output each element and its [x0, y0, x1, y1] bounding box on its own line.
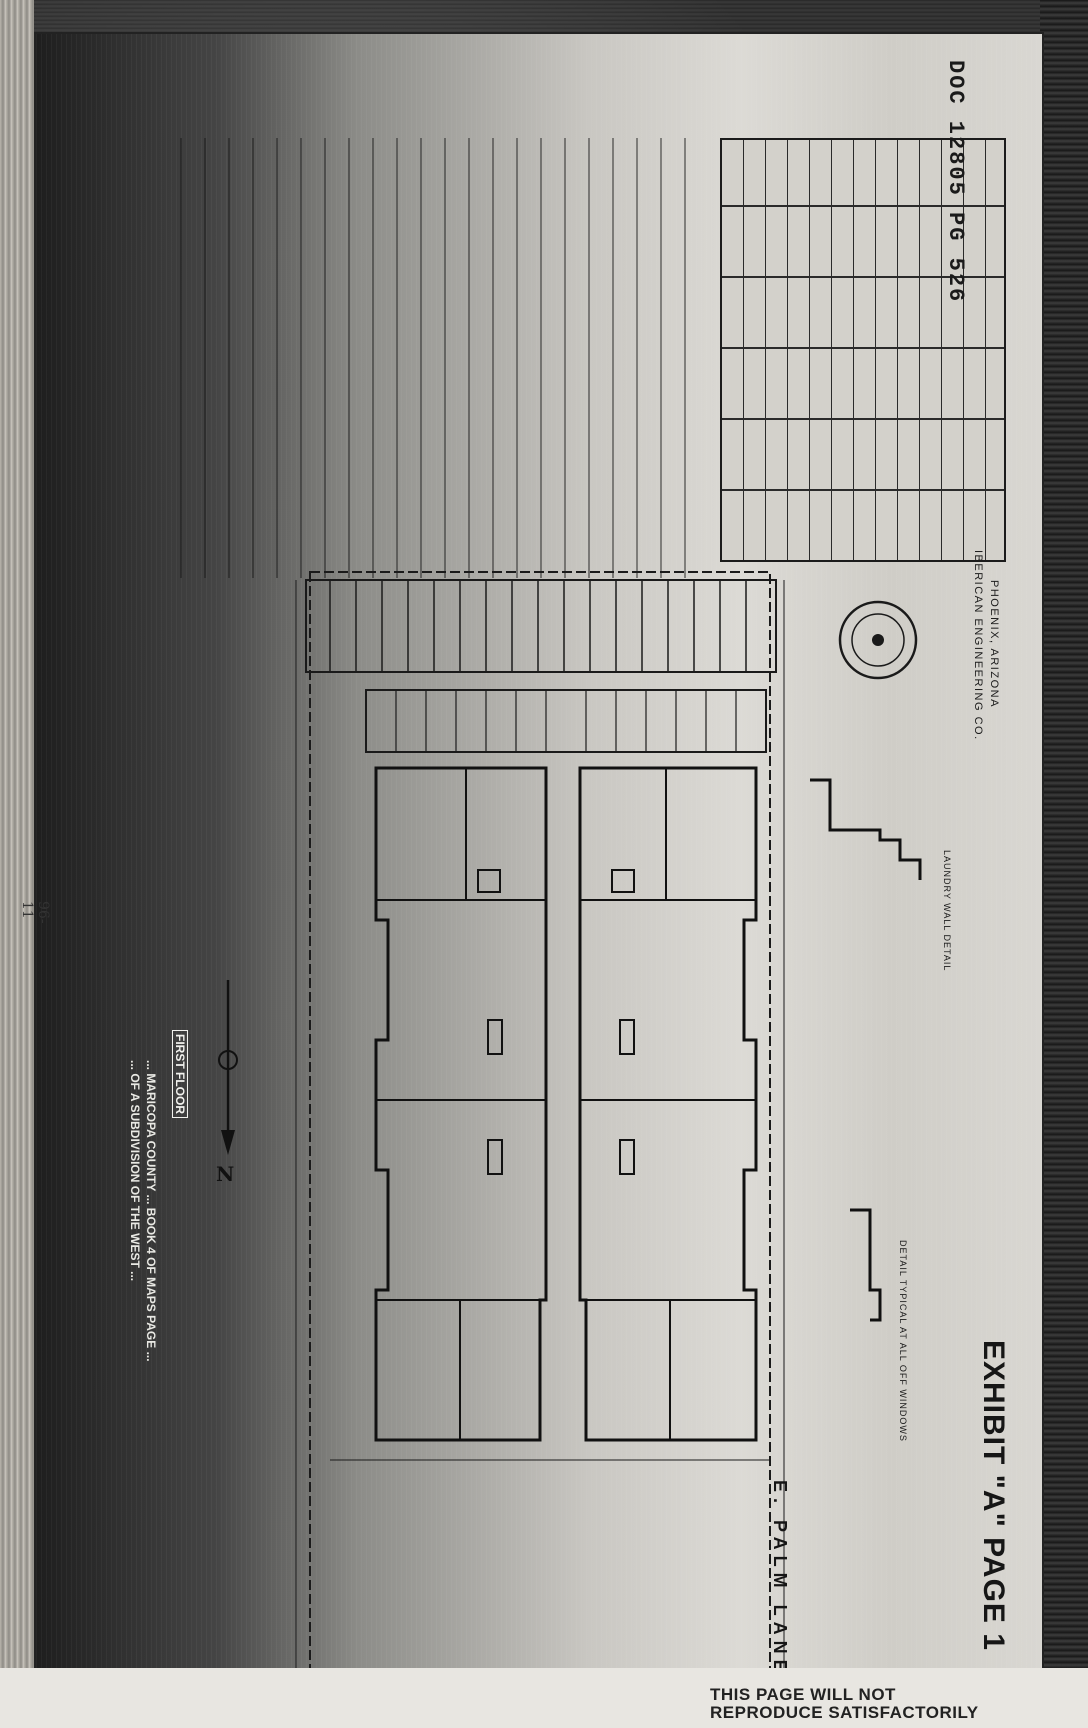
laundry-detail-label: LAUNDRY WALL DETAIL [942, 850, 952, 972]
north-arrow [218, 980, 238, 1155]
parking-stalls [329, 580, 747, 672]
carport-row [365, 689, 767, 753]
property-boundary [309, 571, 771, 1728]
dimension-lines [295, 580, 785, 1728]
recording-number: DOC 12805 PG 526 [943, 60, 968, 304]
engineering-firm: IBERICAN ENGINEERING CO. [972, 550, 984, 741]
unit-area-table [720, 138, 1006, 562]
carport-stalls [395, 690, 737, 752]
title-line-1: ... OF A SUBDIVISION OF THE WEST ... [128, 1060, 142, 1282]
title-line-2: ... MARICOPA COUNTY ... BOOK 4 OF MAPS P… [144, 1060, 158, 1362]
scan-right-edge [1040, 0, 1088, 1728]
bottom-margin [0, 1668, 1088, 1728]
reproduction-note-line-1: THIS PAGE WILL NOT [710, 1685, 896, 1704]
parking-strip [305, 579, 777, 673]
scan-left-edge [0, 0, 34, 1728]
engineering-city: PHOENIX, ARIZONA [988, 580, 1000, 708]
general-notes-block [166, 138, 686, 578]
first-floor-label: FIRST FLOOR [172, 1030, 188, 1118]
interior-partitions [376, 768, 756, 1440]
window-detail-label: DETAIL TYPICAL AT ALL OFF WINDOWS [898, 1240, 908, 1442]
exhibit-label: EXHIBIT "A" PAGE 1 [977, 1340, 1010, 1651]
reproduction-note: THIS PAGE WILL NOT REPRODUCE SATISFACTOR… [710, 1686, 1010, 1722]
street-label: E. PALM LANE [770, 1480, 790, 1678]
north-label: N [216, 1162, 235, 1186]
plat-sheet [34, 32, 1044, 1672]
window-detail [850, 1208, 882, 1322]
east-building-wing [578, 766, 758, 1442]
laundry-wall-detail [810, 778, 922, 880]
margin-note: 96-11 [19, 901, 51, 924]
reproduction-note-line-2: REPRODUCE SATISFACTORILY [710, 1703, 979, 1722]
engineer-seal [838, 600, 918, 680]
